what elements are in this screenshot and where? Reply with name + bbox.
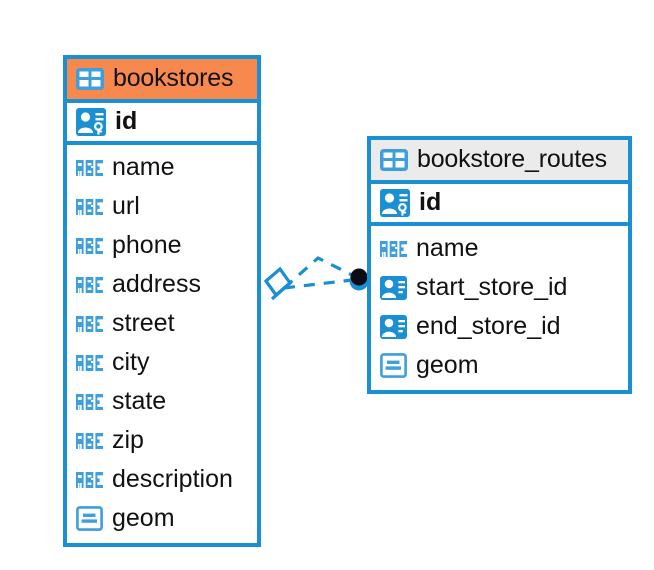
field-label: state	[112, 387, 167, 415]
abc-text-icon	[76, 276, 103, 293]
entity-header-bookstores[interactable]: bookstores	[67, 59, 257, 103]
field-row[interactable]: zip	[67, 421, 257, 460]
foreign-key-icon	[380, 314, 407, 339]
abc-text-icon	[76, 315, 103, 332]
field-label: end_store_id	[416, 312, 561, 340]
entity-field-list: name url phone	[67, 145, 257, 543]
field-label: description	[112, 465, 233, 493]
field-label: name	[112, 153, 175, 181]
field-label: street	[112, 309, 175, 337]
field-row[interactable]: url	[67, 187, 257, 226]
field-row[interactable]: state	[67, 382, 257, 421]
geometry-icon	[380, 353, 407, 378]
primary-key-icon	[76, 107, 106, 136]
abc-text-icon	[76, 198, 103, 215]
field-label: geom	[416, 351, 479, 379]
entity-bookstore-routes[interactable]: bookstore_routes id	[367, 136, 632, 394]
table-icon	[76, 67, 104, 90]
foreign-key-icon	[380, 275, 407, 300]
field-row[interactable]: start_store_id	[371, 268, 628, 307]
entity-title: bookstore_routes	[417, 145, 607, 173]
field-label: city	[112, 348, 150, 376]
cardinality-marker-right	[349, 268, 369, 291]
entity-bookstores[interactable]: bookstores id name	[63, 55, 261, 547]
primary-key-label: id	[419, 188, 442, 216]
abc-text-icon	[76, 432, 103, 449]
primary-key-label: id	[115, 107, 138, 135]
field-label: address	[112, 270, 201, 298]
relationship-line-upper	[282, 256, 357, 290]
abc-text-icon	[76, 471, 103, 488]
field-label: start_store_id	[416, 273, 568, 301]
abc-text-icon	[76, 354, 103, 371]
field-label: url	[112, 192, 140, 220]
table-icon	[380, 148, 408, 171]
field-label: name	[416, 234, 479, 262]
entity-primary-key-row[interactable]: id	[371, 184, 628, 226]
entity-primary-key-row[interactable]: id	[67, 103, 257, 145]
geometry-icon	[76, 506, 103, 531]
field-label: geom	[112, 504, 175, 532]
field-row[interactable]: name	[371, 229, 628, 268]
field-label: zip	[112, 426, 144, 454]
field-row[interactable]: geom	[371, 346, 628, 385]
entity-header-bookstore-routes[interactable]: bookstore_routes	[371, 140, 628, 184]
abc-text-icon	[380, 240, 407, 257]
field-label: phone	[112, 231, 182, 259]
field-row[interactable]: name	[67, 148, 257, 187]
abc-text-icon	[76, 237, 103, 254]
field-row[interactable]: description	[67, 460, 257, 499]
abc-text-icon	[76, 393, 103, 410]
field-row[interactable]: end_store_id	[371, 307, 628, 346]
field-row[interactable]: geom	[67, 499, 257, 538]
field-row[interactable]: city	[67, 343, 257, 382]
field-row[interactable]: phone	[67, 226, 257, 265]
field-row[interactable]: address	[67, 265, 257, 304]
field-row[interactable]: street	[67, 304, 257, 343]
cardinality-marker-left	[263, 266, 293, 301]
relationship-line-lower	[283, 278, 353, 290]
entity-field-list: name start_store_id	[371, 226, 628, 390]
primary-key-icon	[380, 188, 410, 217]
abc-text-icon	[76, 159, 103, 176]
entity-title: bookstores	[113, 64, 234, 92]
